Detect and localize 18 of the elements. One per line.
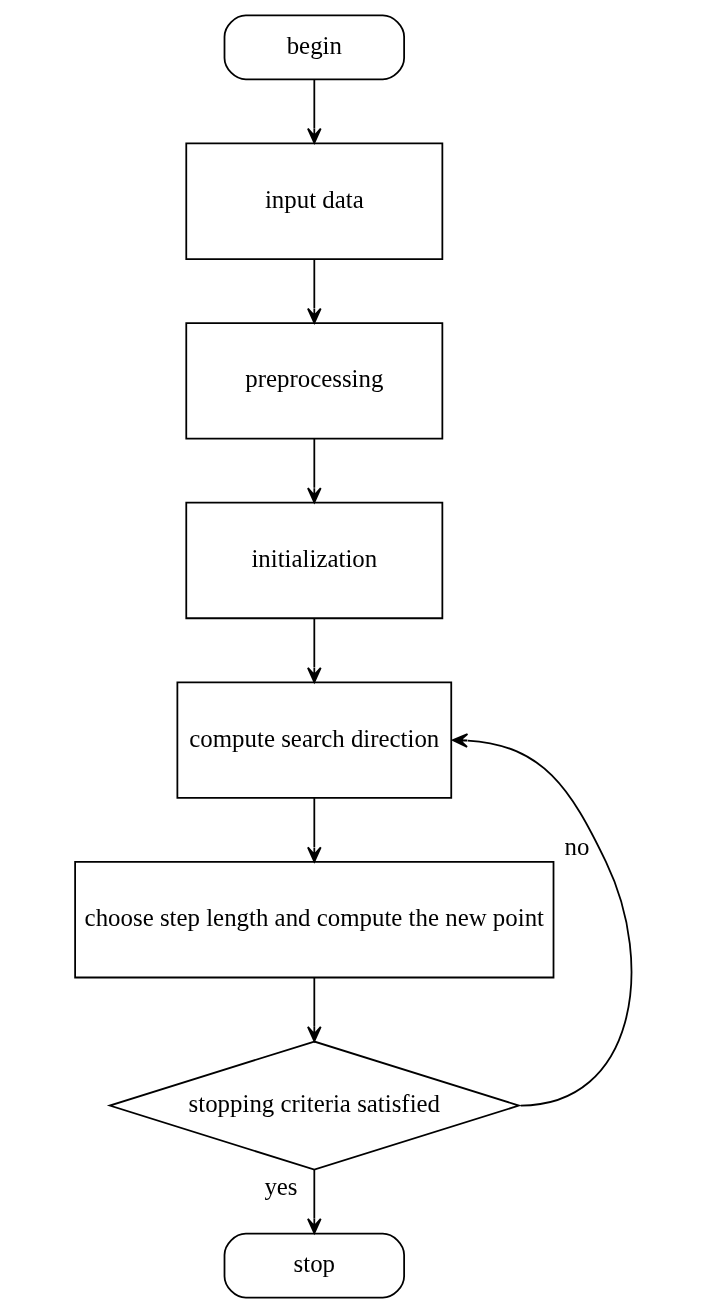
edge-label: yes: [263, 1172, 298, 1200]
node-box: begin: [223, 14, 405, 81]
node-box: input data: [184, 142, 443, 260]
arrow: [306, 78, 322, 144]
node-box: compute search direction: [176, 681, 452, 799]
arrow: [451, 733, 632, 1107]
node-diamond: stopping criteria satisfied: [106, 1040, 522, 1171]
arrow: [306, 797, 322, 863]
node-box: initialization: [184, 501, 443, 620]
node-box: choose step length and compute the new point: [73, 861, 554, 979]
edge-label: no: [564, 833, 589, 861]
node-box: stop: [223, 1232, 405, 1299]
arrow: [306, 258, 322, 324]
arrow: [306, 617, 322, 683]
arrow: [306, 976, 322, 1042]
arrow: [306, 1168, 322, 1234]
node-box: preprocessing: [184, 322, 443, 440]
arrow: [306, 437, 322, 504]
